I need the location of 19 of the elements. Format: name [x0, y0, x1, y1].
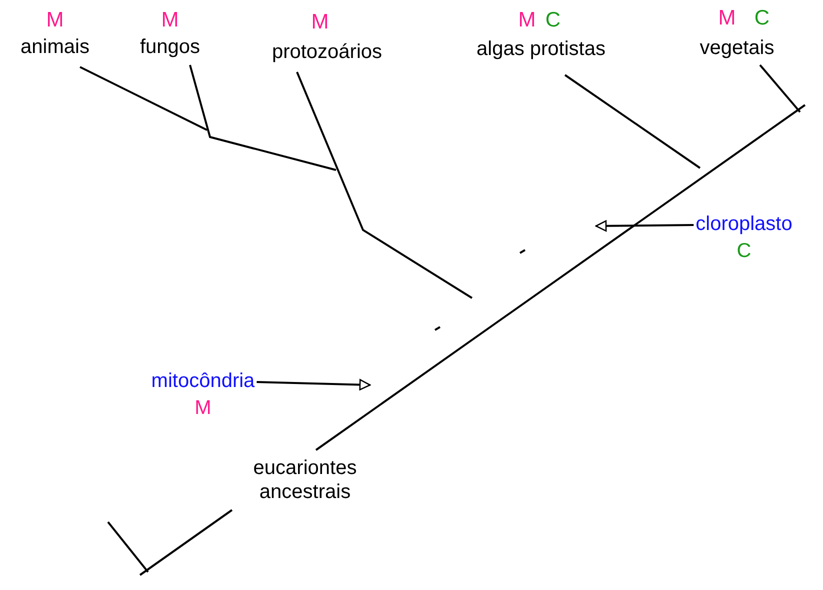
organelle-marker: M — [46, 7, 64, 33]
organelle-marker: C — [545, 7, 561, 33]
arrow — [595, 220, 694, 232]
organelle-label: mitocôndria — [151, 369, 255, 394]
organelle-marker: M — [518, 7, 536, 33]
arrow — [256, 379, 371, 390]
taxon-label: animais — [20, 35, 90, 59]
organelle-label: cloroplasto — [696, 212, 792, 237]
organelle-marker: M — [718, 5, 736, 31]
organelle-marker: M — [311, 9, 329, 35]
taxon-label: vegetais — [700, 36, 774, 60]
organelle-marker: M — [161, 7, 179, 33]
organelle-marker: C — [754, 5, 770, 31]
taxon-label: algas protistas — [476, 37, 606, 61]
organelle-marker: M — [194, 396, 212, 421]
organelle-marker: C — [736, 239, 752, 264]
taxon-label: eucariontes ancestrais — [252, 456, 358, 504]
taxon-label: fungos — [140, 35, 200, 59]
taxon-label: protozoários — [272, 40, 382, 64]
